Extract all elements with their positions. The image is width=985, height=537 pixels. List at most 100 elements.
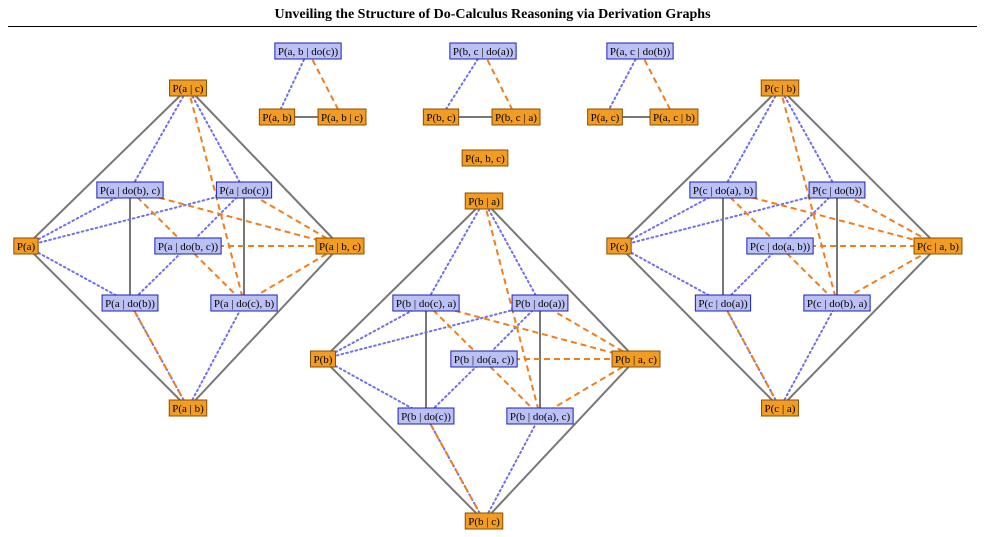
node-t1-l: P(a, b) xyxy=(258,108,296,126)
dashed-edge-A-q2-to-A-right xyxy=(243,189,341,247)
dotted-edge-C-left-to-C-q2 xyxy=(618,189,838,247)
node-label: P(c | b) xyxy=(764,83,796,95)
dotted-edge-t1-top-to-t1-l xyxy=(276,50,309,118)
node-C-q1: P(c | do(a), b) xyxy=(689,181,757,199)
dotted-edge-t2-top-to-t2-l xyxy=(440,50,484,118)
node-A-q3: P(a | do(b, c)) xyxy=(154,237,222,255)
dotted-edge-B-top-to-B-q2 xyxy=(483,200,541,304)
node-B-q2: P(b | do(a)) xyxy=(511,294,569,312)
node-label: P(a, b, c) xyxy=(465,153,505,165)
node-A-right: P(a | b, c) xyxy=(315,237,365,255)
node-label: P(b | do(a, c)) xyxy=(454,354,515,366)
node-label: P(c | a) xyxy=(765,403,796,415)
node-t3-l: P(a, c) xyxy=(587,108,623,126)
solid-edge-C-right-to-C-bot xyxy=(779,245,939,409)
dotted-edge-C-top-to-C-q1 xyxy=(722,87,781,191)
dotted-edge-B-left-to-B-q2 xyxy=(322,302,541,360)
node-box xyxy=(464,512,504,530)
dashed-edge-t2-top-to-t2-r xyxy=(482,50,517,118)
dotted-edge-A-q3-to-A-q2 xyxy=(187,189,245,247)
solid-edge-B-top-to-B-right xyxy=(483,200,637,360)
node-box xyxy=(315,237,365,255)
node-t1-r: P(a, b | c) xyxy=(317,108,367,126)
solid-edge-B-top-to-B-left xyxy=(322,200,485,360)
solid-edge-A-top-to-A-right xyxy=(187,87,341,247)
node-B-q1: P(b | do(c), a) xyxy=(392,294,460,312)
solid-edge-A-left-to-A-bot xyxy=(25,245,189,409)
node-label: P(a | do(b), c) xyxy=(100,185,161,197)
node-box xyxy=(168,399,208,417)
node-C-q2: P(c | do(b)) xyxy=(808,181,866,199)
node-A-top: P(a | c) xyxy=(169,79,207,97)
node-C-q5: P(c | do(b), a) xyxy=(803,294,871,312)
node-A-left: P(a) xyxy=(13,237,39,255)
node-box xyxy=(101,294,159,312)
dashed-edge-C-top-to-C-q5 xyxy=(779,87,838,304)
node-t1-top: P(a, b | do(c)) xyxy=(274,42,342,60)
dotted-edge-C-left-to-C-q1 xyxy=(618,189,724,247)
node-label: P(a, b | c) xyxy=(321,112,363,124)
node-box xyxy=(461,149,509,167)
dotted-edge-B-top-to-B-q1 xyxy=(425,200,485,304)
node-label: P(a | do(c), b) xyxy=(214,298,275,310)
node-B-bot: P(b | c) xyxy=(464,512,504,530)
node-box xyxy=(689,181,757,199)
node-box xyxy=(392,294,460,312)
dashed-edge-B-q1-to-B-right xyxy=(425,302,637,360)
node-box xyxy=(422,108,460,126)
node-box xyxy=(13,237,39,255)
node-t2-r: P(b, c | a) xyxy=(491,108,541,126)
node-label: P(a, b | do(c)) xyxy=(278,46,339,58)
node-A-q4: P(a | do(b)) xyxy=(101,294,159,312)
node-label: P(b | do(a), c) xyxy=(510,411,571,423)
dotted-edge-A-top-to-A-q2 xyxy=(187,87,245,191)
dashed-edge-A-q1-to-A-right xyxy=(129,189,341,247)
node-box xyxy=(511,294,569,312)
node-B-right: P(b | a, c) xyxy=(611,350,661,368)
node-box xyxy=(746,237,814,255)
node-label: P(a, c | b) xyxy=(653,112,695,124)
dashed-edge-C-q5-to-C-right xyxy=(836,245,939,304)
node-A-q5: P(a | do(c), b) xyxy=(210,294,278,312)
node-A-q2: P(a | do(c)) xyxy=(215,181,273,199)
node-label: P(b | do(c)) xyxy=(401,411,451,423)
node-B-q4: P(b | do(c)) xyxy=(397,407,455,425)
dotted-edge-A-left-to-A-q2 xyxy=(25,189,245,247)
node-box xyxy=(450,350,518,368)
node-label: P(c | do(a)) xyxy=(698,298,748,310)
node-A-q1: P(a | do(b), c) xyxy=(96,181,164,199)
node-box xyxy=(803,294,871,312)
node-label: P(b | a, c) xyxy=(615,354,657,366)
node-box xyxy=(606,237,632,255)
dotted-edge-C-q3-to-C-q4 xyxy=(722,245,781,304)
node-C-left: P(c) xyxy=(606,237,632,255)
node-box xyxy=(808,181,866,199)
dashed-edge-B-q5-to-B-right xyxy=(539,358,637,417)
node-label: P(a, b) xyxy=(262,112,292,124)
node-box xyxy=(506,407,574,425)
node-label: P(b, c | a) xyxy=(495,112,537,124)
node-label: P(a | do(b, c)) xyxy=(158,241,219,253)
node-box xyxy=(274,42,342,60)
dotted-edge-C-left-to-C-q4 xyxy=(618,245,724,304)
solid-edge-C-top-to-C-right xyxy=(779,87,939,247)
dotted-edge-B-left-to-B-q4 xyxy=(322,358,427,417)
node-label: P(a | do(c)) xyxy=(219,185,269,197)
dotted-edge-A-bot-to-A-q5 xyxy=(187,302,245,409)
dotted-edge-A-left-to-A-q1 xyxy=(25,189,131,247)
node-label: P(b | c) xyxy=(468,516,500,528)
node-box xyxy=(694,294,752,312)
node-box xyxy=(449,42,517,60)
dotted-edge-C-bot-to-C-q4 xyxy=(722,302,781,409)
dotted-edge-C-top-to-C-q2 xyxy=(779,87,838,191)
node-C-q4: P(c | do(a)) xyxy=(694,294,752,312)
dotted-edge-t3-top-to-t3-l xyxy=(604,50,641,118)
node-t3-r: P(a, c | b) xyxy=(649,108,699,126)
node-label: P(b | do(a)) xyxy=(515,298,565,310)
node-label: P(b | a) xyxy=(468,196,500,208)
dotted-edge-A-q3-to-A-q4 xyxy=(129,245,189,304)
dashed-edge-t3-top-to-t3-r xyxy=(639,50,675,118)
dotted-edge-C-q3-to-C-q2 xyxy=(779,189,838,247)
node-label: P(b, c | do(a)) xyxy=(453,46,514,58)
